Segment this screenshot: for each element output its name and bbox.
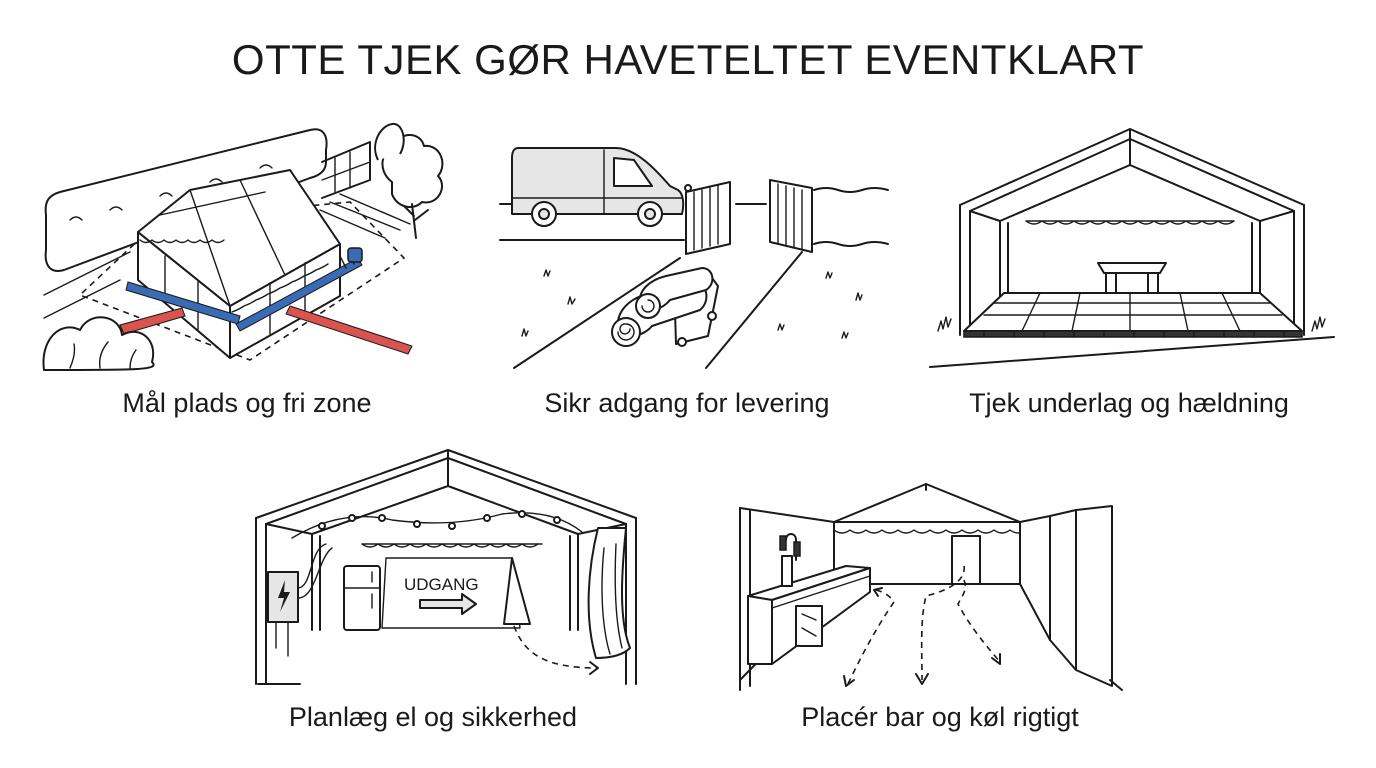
exit-sign: UDGANG [404, 575, 479, 594]
caption-access: Sikr adgang for levering [544, 388, 830, 418]
caption-space: Mål plads og fri zone [122, 388, 372, 418]
panel-ground [929, 125, 1340, 375]
panel-bar [730, 480, 1130, 691]
string-light-bulbs [318, 510, 561, 530]
electric-box-icon [267, 571, 299, 623]
exit-arrow-icon [419, 593, 477, 615]
panel-space [40, 120, 444, 371]
caption-bar: Placér bar og køl rigtigt [801, 702, 1079, 732]
caption-power: Planlæg el og sikkerhed [288, 702, 578, 732]
fridge-icon [343, 565, 381, 631]
fridge-door-icon [795, 605, 823, 647]
tent-bar-icon [739, 483, 1123, 691]
panel-power: UDGANG [252, 448, 652, 688]
tent-floor-icon [929, 128, 1335, 368]
panel-access [496, 140, 896, 370]
tent-measuring-tape-icon [42, 122, 444, 371]
tent-electric-exit-icon: UDGANG [255, 449, 637, 685]
page-title: OTTE TJEK GØR HAVETELTET EVENTKLART [231, 36, 1145, 83]
caption-ground: Tjek underlag og hældning [969, 388, 1289, 418]
beer-tap-icon [781, 555, 793, 587]
van-gate-icon [499, 147, 889, 369]
